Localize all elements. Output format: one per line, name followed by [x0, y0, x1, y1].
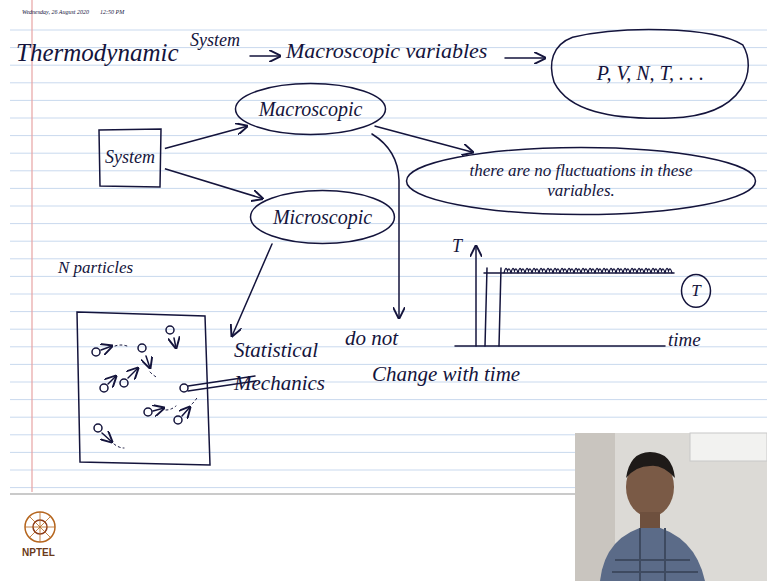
connector-arrow — [165, 126, 247, 148]
arrow — [372, 134, 399, 318]
axis-label: time — [668, 329, 701, 352]
connector-arrow — [165, 169, 263, 199]
microscopic-ellipse: Microscopic — [249, 189, 396, 245]
x-axis — [455, 345, 665, 347]
time-stamp: 12:50 PM — [100, 9, 124, 16]
node-text: P, V, N, T, . . . — [597, 61, 704, 85]
method-name: Statistical Mechanics — [234, 334, 346, 399]
y-axis — [475, 246, 477, 346]
statement-ellipse: there are no fluctuations in these varia… — [405, 146, 757, 216]
value-circle: T — [680, 273, 712, 309]
variable-set: P, V, N, T, . . . — [548, 26, 753, 120]
heading-word: Thermodynamic — [16, 38, 178, 68]
nptel-logo — [25, 512, 55, 542]
node-text: T — [691, 281, 700, 301]
note-text: do not — [345, 326, 398, 351]
macroscopic-ellipse: Macroscopic — [234, 82, 387, 136]
date-stamp: Wednesday, 26 August 2020 — [22, 9, 89, 16]
axis-label: T — [452, 236, 462, 258]
motion-trails — [114, 345, 198, 448]
webcam-video — [575, 433, 767, 581]
mean-line — [484, 272, 674, 274]
particle-count: N particles — [58, 258, 133, 278]
connector-arrow — [375, 126, 473, 152]
system-box: System — [98, 128, 162, 188]
arrow — [505, 57, 545, 59]
node-text: Microscopic — [273, 205, 372, 229]
margin-line — [31, 0, 32, 492]
heading-phrase: Macroscopic variables — [286, 38, 487, 64]
arrow — [232, 244, 272, 336]
fluctuation-curve — [504, 268, 672, 273]
note-text: Change with time — [372, 362, 520, 387]
inserted-word: System — [190, 30, 240, 52]
arrow — [250, 55, 280, 57]
particles — [92, 326, 190, 442]
node-text: there are no fluctuations in these varia… — [456, 161, 706, 202]
node-text: Macroscopic — [259, 97, 363, 121]
node-text: System — [105, 147, 155, 169]
ruled-lines — [10, 30, 767, 488]
particle-box — [77, 312, 210, 465]
spikes — [485, 268, 501, 346]
logo-text: NPTEL — [22, 547, 55, 559]
